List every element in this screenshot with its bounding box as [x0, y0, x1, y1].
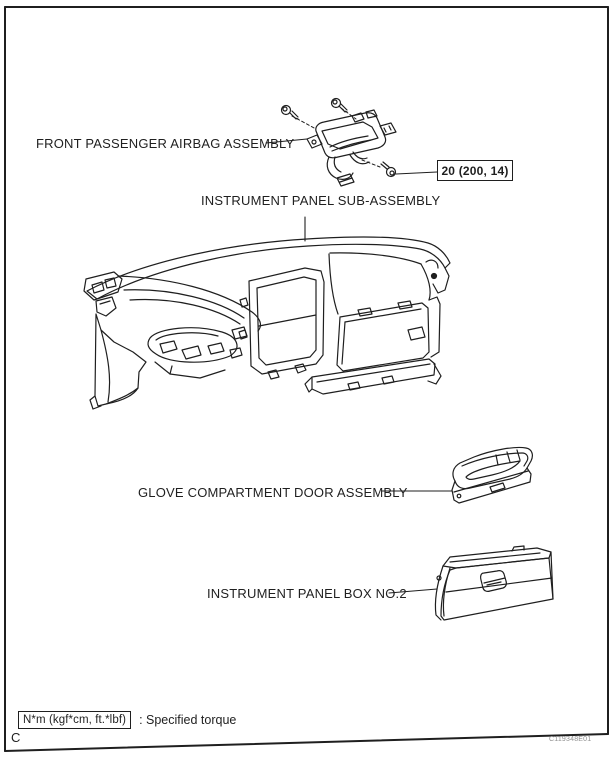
torque-unit-symbol-box: N*m (kgf*cm, ft.*lbf) [18, 711, 132, 729]
leader-lines [265, 138, 453, 594]
airbag-assembly-drawing [306, 109, 397, 187]
torque-spec-callout: 20 (200, 14) [437, 160, 513, 181]
label-glove-compartment-door-assembly: GLOVE COMPARTMENT DOOR ASSEMBLY [138, 485, 408, 500]
glove-box-drawing [434, 545, 554, 621]
instrument-panel-drawing [83, 236, 451, 410]
page-marker: C [11, 730, 21, 745]
label-front-passenger-airbag-assembly: FRONT PASSENGER AIRBAG ASSEMBLY [36, 136, 295, 151]
torque-legend-description: : Specified torque [139, 713, 237, 727]
screw-icon [280, 104, 299, 120]
screw-icon [380, 161, 397, 178]
box-no2-label-leader [388, 588, 438, 594]
airbag-label-leader [265, 138, 308, 144]
page-frame [4, 6, 609, 752]
torque-legend: N*m (kgf*cm, ft.*lbf) : Specified torque [18, 711, 236, 729]
torque-callout-leader [395, 171, 438, 175]
glove-door-drawing [451, 446, 533, 504]
screw-icon [330, 97, 348, 113]
figure-code: C119348E01 [549, 736, 592, 743]
label-instrument-panel-sub-assembly: INSTRUMENT PANEL SUB-ASSEMBLY [201, 193, 441, 208]
label-instrument-panel-box-no2: INSTRUMENT PANEL BOX NO.2 [207, 586, 407, 601]
